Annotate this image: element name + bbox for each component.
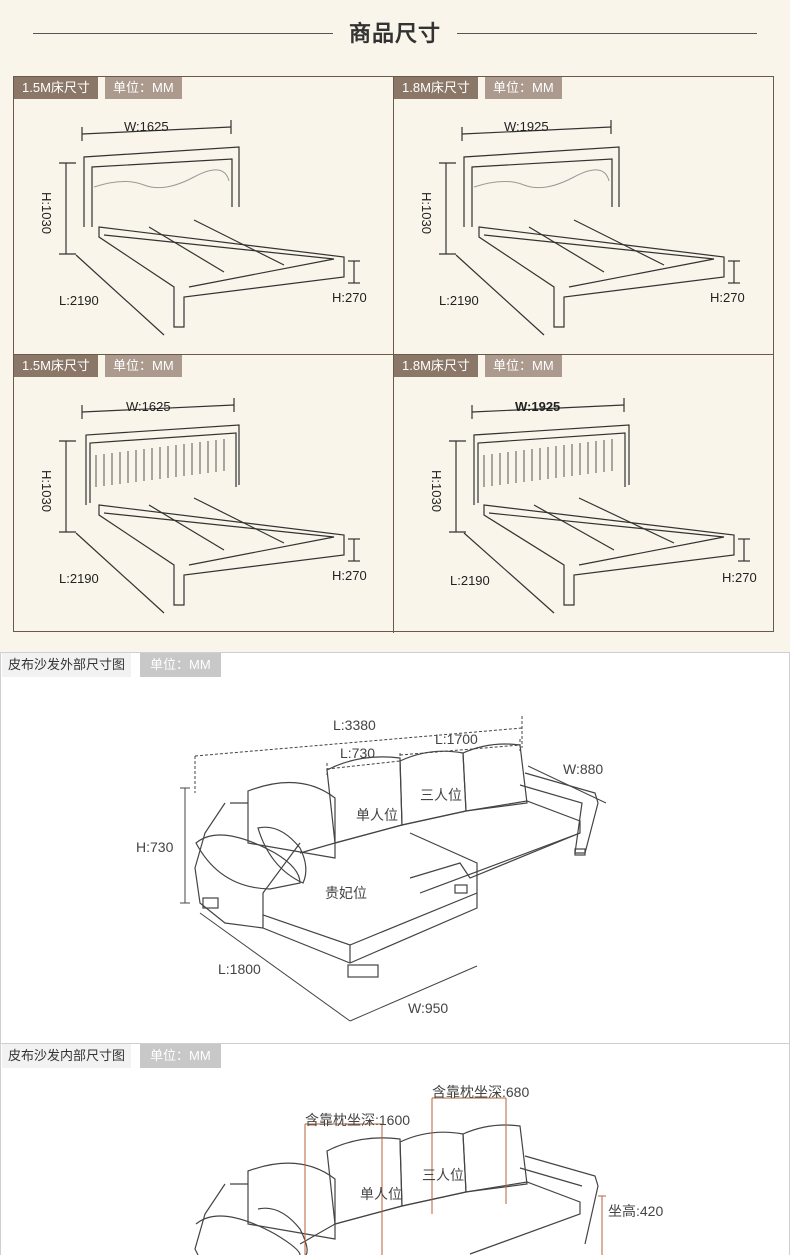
bed-size-tag: 1.8M床尺寸	[394, 77, 478, 99]
title-line-left	[33, 33, 333, 34]
seat-height-label: 坐高:420	[608, 1203, 664, 1219]
chaise-length-label: L:1800	[218, 961, 261, 977]
seat-length-label: L:730	[340, 745, 376, 761]
bed-drawing	[439, 120, 740, 336]
bed-size-tag: 1.8M床尺寸	[394, 355, 478, 377]
unit-tag: 单位：MM	[105, 355, 182, 377]
section-title: 商品尺寸	[348, 21, 441, 46]
three-seat-label: 三人位	[422, 1167, 464, 1183]
total-length-label: L:3380	[333, 717, 376, 733]
sofa-outer-section: 皮布沙发外部尺寸图 单位：MM	[0, 652, 790, 1044]
frame-height-label: H:270	[332, 290, 367, 305]
height-label: H:730	[136, 839, 174, 855]
depth-1600-label: 含靠枕坐深:1600	[305, 1112, 411, 1128]
length-label: L:2190	[439, 293, 479, 308]
unit-tag: 单位：MM	[485, 355, 562, 377]
bed-grid: 1.5M床尺寸 单位：MM W:1625 H:1030 L:2190 H:270	[13, 76, 774, 633]
bed-size-tag: 1.5M床尺寸	[14, 355, 98, 377]
height-label: H:1030	[39, 192, 54, 234]
unit-tag: 单位：MM	[485, 77, 562, 99]
title-line-right	[457, 33, 757, 34]
bed-card: 1.8M床尺寸 单位：MM W:1925 H:1030 L:2190 H:270	[394, 355, 774, 633]
width-label: W:1625	[124, 119, 169, 134]
sofa-inner-drawing	[194, 1097, 606, 1255]
three-seat-length-label: L:1700	[435, 731, 478, 747]
height-label: H:1030	[429, 470, 444, 512]
single-seat-label: 单人位	[360, 1186, 402, 1202]
section-label: 皮布沙发外部尺寸图	[2, 653, 132, 677]
width-label: W:1925	[515, 399, 561, 414]
frame-height-label: H:270	[710, 290, 745, 305]
length-label: L:2190	[450, 573, 490, 588]
width-label: W:1925	[504, 119, 549, 134]
length-label: L:2190	[59, 571, 99, 586]
three-seat-label: 三人位	[420, 787, 462, 803]
chaise-width-label: W:950	[408, 1000, 449, 1016]
section-border	[0, 653, 1, 1044]
length-label: L:2190	[59, 293, 99, 308]
unit-tag: 单位：MM	[105, 77, 182, 99]
sofa-inner-section: 皮布沙发内部尺寸图 单位：MM 含靠枕坐深:1600 含靠枕坐深:680	[0, 1043, 790, 1255]
bed-card: 1.5M床尺寸 单位：MM W:1625 H:1030 L:2190 H:270	[14, 77, 394, 355]
width-label: W:880	[563, 761, 604, 777]
bed-drawing	[59, 120, 360, 336]
bed-card: 1.8M床尺寸 单位：MM W:1925 H:1030 L:2190 H:270	[394, 77, 774, 355]
chaise-label: 贵妃位	[325, 885, 367, 901]
unit-tag: 单位：MM	[140, 653, 221, 677]
bed-card: 1.5M床尺寸 单位：MM W:1625 H:1030 L:2190 H:270	[14, 355, 394, 633]
bed-size-tag: 1.5M床尺寸	[14, 77, 98, 99]
width-label: W:1625	[126, 399, 171, 414]
bed-size-section: 商品尺寸	[0, 0, 790, 652]
depth-680-label: 含靠枕坐深:680	[432, 1084, 530, 1100]
height-label: H:1030	[39, 470, 54, 512]
frame-height-label: H:270	[722, 570, 757, 585]
height-label: H:1030	[419, 192, 434, 234]
sofa-outer-drawing	[180, 716, 607, 1022]
frame-height-label: H:270	[332, 568, 367, 583]
section-border	[0, 1044, 1, 1255]
single-seat-label: 单人位	[356, 807, 398, 823]
section-label: 皮布沙发内部尺寸图	[2, 1044, 132, 1068]
bed-drawing	[59, 398, 360, 614]
unit-tag: 单位：MM	[140, 1044, 221, 1068]
bed-drawing	[449, 398, 750, 614]
